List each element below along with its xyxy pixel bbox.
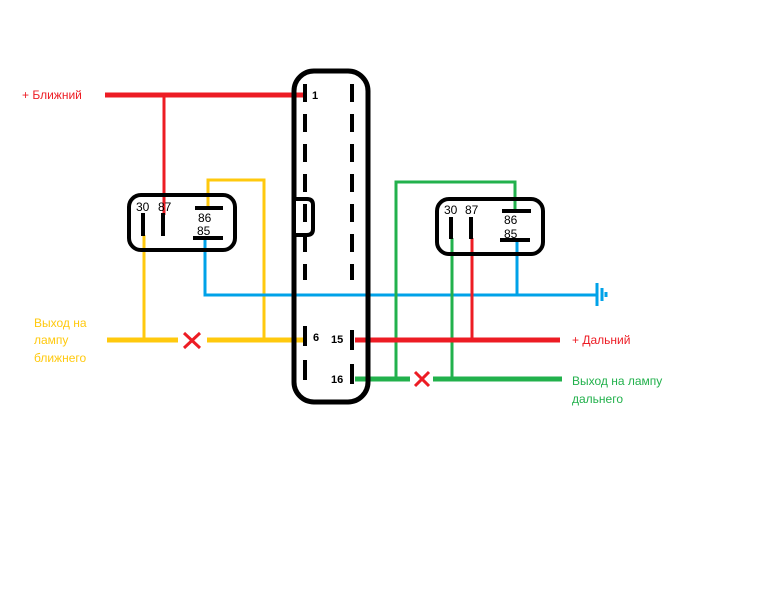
connector-pin-15-label: 15 bbox=[331, 334, 343, 346]
low-beam-output-label-line1: Выход на bbox=[34, 316, 87, 330]
high-beam-output-label-line1: Выход на лампу bbox=[572, 374, 662, 388]
cut-mark-icon bbox=[413, 370, 431, 388]
relay-high-beam bbox=[435, 197, 545, 256]
connector-block bbox=[291, 68, 371, 405]
high-beam-plus-label: + Дальний bbox=[572, 333, 630, 347]
relay-low-pin-86: 86 bbox=[198, 211, 212, 225]
relay-high-pin-87: 87 bbox=[465, 203, 479, 217]
relay-low-beam bbox=[127, 193, 237, 252]
ground-icon bbox=[595, 283, 608, 306]
wire-ground bbox=[203, 238, 597, 297]
high-beam-output-label-line2: дальнего bbox=[572, 392, 623, 406]
relay-high-pin-85: 85 bbox=[504, 227, 518, 241]
connector-pin-1-label: 1 bbox=[312, 90, 318, 102]
wire-high-relay-86 bbox=[394, 180, 517, 379]
low-beam-output-label-line2: лампу bbox=[34, 333, 68, 347]
relay-low-pin-85: 85 bbox=[197, 224, 211, 238]
low-beam-output-label-line3: ближнего bbox=[34, 351, 86, 365]
cut-mark-icon bbox=[182, 331, 202, 350]
relay-high-pin-86: 86 bbox=[504, 213, 518, 227]
connector-pin-6-label: 6 bbox=[313, 332, 319, 344]
relay-high-pin-30: 30 bbox=[444, 203, 458, 217]
relay-low-pin-87: 87 bbox=[158, 200, 172, 214]
low-beam-plus-label: + Ближний bbox=[22, 88, 82, 102]
connector-pin-16-label: 16 bbox=[331, 374, 343, 386]
relay-low-pin-30: 30 bbox=[136, 200, 150, 214]
